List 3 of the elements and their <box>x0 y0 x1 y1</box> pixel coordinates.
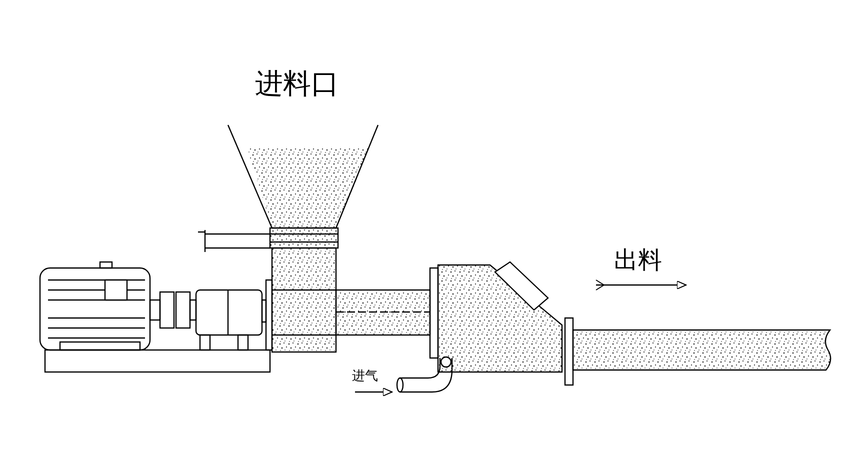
air-inlet-label: 进气 <box>352 370 378 383</box>
inlet-label: 进料口 <box>255 70 339 98</box>
outlet-label: 出料 <box>614 248 662 272</box>
